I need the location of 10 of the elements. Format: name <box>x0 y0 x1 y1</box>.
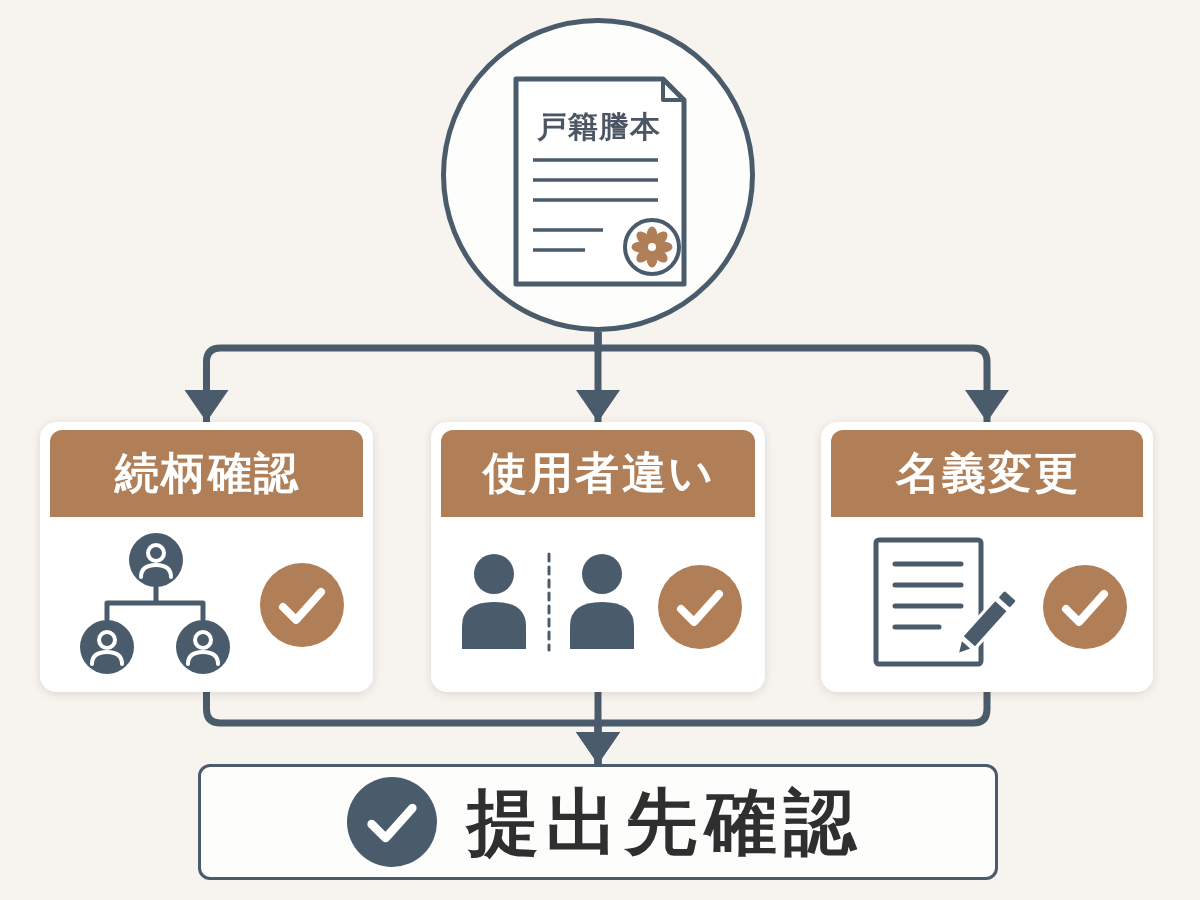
step-card <box>431 422 765 692</box>
card-header: 続柄確認 <box>50 430 363 517</box>
result-text: 提出先確認 <box>467 786 863 858</box>
result-box <box>198 764 998 880</box>
step-card <box>821 422 1153 692</box>
step-card <box>40 422 373 692</box>
card-header: 使用者違い <box>441 430 755 517</box>
card-header: 名義変更 <box>831 430 1143 517</box>
connector-arrow <box>594 332 1009 422</box>
document-title: 戸籍謄本 <box>536 109 662 145</box>
